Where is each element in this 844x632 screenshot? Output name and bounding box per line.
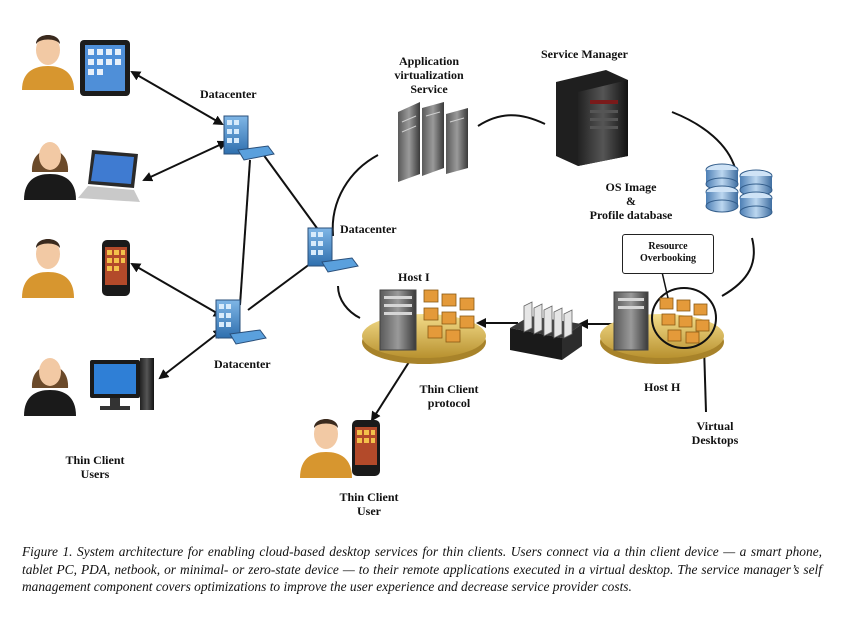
resource-overbooking-label: Resource Overbooking	[622, 241, 714, 265]
host-i-label: Host I	[398, 270, 430, 284]
resource-line2: Overbooking	[639, 253, 697, 264]
app-virt-line2: virtualization	[394, 68, 464, 82]
datacenter-bottom-label: Datacenter	[214, 357, 271, 371]
thin-protocol-line2: protocol	[427, 396, 471, 410]
thin-client-user-label: Thin Client User	[324, 490, 414, 518]
datacenter-mid-label: Datacenter	[340, 222, 397, 236]
thin-client-users-label: Thin Client Users	[50, 453, 140, 481]
datacenter-icon	[223, 115, 275, 161]
app-virtualization-server-icon	[398, 102, 468, 182]
user-icon	[300, 419, 352, 478]
service-manager-label: Service Manager	[541, 47, 628, 61]
datacenter-top-label: Datacenter	[200, 87, 257, 101]
host-h-label: Host H	[644, 380, 681, 394]
os-image-label: OS Image & Profile database	[566, 180, 696, 222]
thin-user-line1: Thin Client	[339, 490, 399, 504]
os-image-line1: OS Image	[605, 180, 657, 194]
resource-overbooking-callout	[622, 234, 714, 274]
thin-user-line2: User	[357, 504, 381, 518]
app-virt-line1: Application	[398, 54, 459, 68]
resource-line1: Resource	[648, 241, 688, 252]
datacenter-icon	[307, 227, 359, 273]
storage-tray-icon	[510, 301, 582, 360]
os-image-line3: Profile database	[589, 208, 673, 222]
user-icon	[22, 239, 74, 298]
smartphone-icon	[102, 240, 130, 296]
datacenter-icon	[215, 299, 267, 345]
desktop-computer-icon	[90, 358, 154, 410]
user-icon	[24, 142, 76, 200]
host-h-platform	[600, 287, 724, 364]
service-manager-rack-icon	[556, 70, 628, 166]
database-icon	[705, 163, 773, 219]
thin-client-protocol-label: Thin Client protocol	[404, 382, 494, 410]
virtual-desktops-line1: Virtual	[696, 419, 734, 433]
user-arrows	[130, 70, 228, 380]
app-virt-line3: Service	[410, 82, 448, 96]
datacenter-links	[239, 149, 323, 311]
host-i-platform	[362, 289, 486, 364]
cloud-outline	[331, 111, 755, 319]
thin-protocol-line1: Thin Client	[419, 382, 479, 396]
app-virtualization-label: Application virtualization Service	[384, 54, 474, 96]
tablet-icon	[80, 40, 130, 96]
smartphone-icon	[352, 420, 380, 476]
figure-caption: Figure 1. System architecture for enabli…	[22, 544, 822, 594]
laptop-icon	[78, 150, 140, 202]
thin-users-line2: Users	[80, 467, 110, 481]
user-icon	[22, 35, 74, 90]
user-icon	[24, 358, 76, 416]
thin-users-line1: Thin Client	[65, 453, 125, 467]
os-image-line2: &	[626, 194, 636, 208]
virtual-desktops-line2: Desktops	[691, 433, 739, 447]
virtual-desktops-label: Virtual Desktops	[680, 419, 750, 447]
callout-pointer	[661, 271, 669, 299]
